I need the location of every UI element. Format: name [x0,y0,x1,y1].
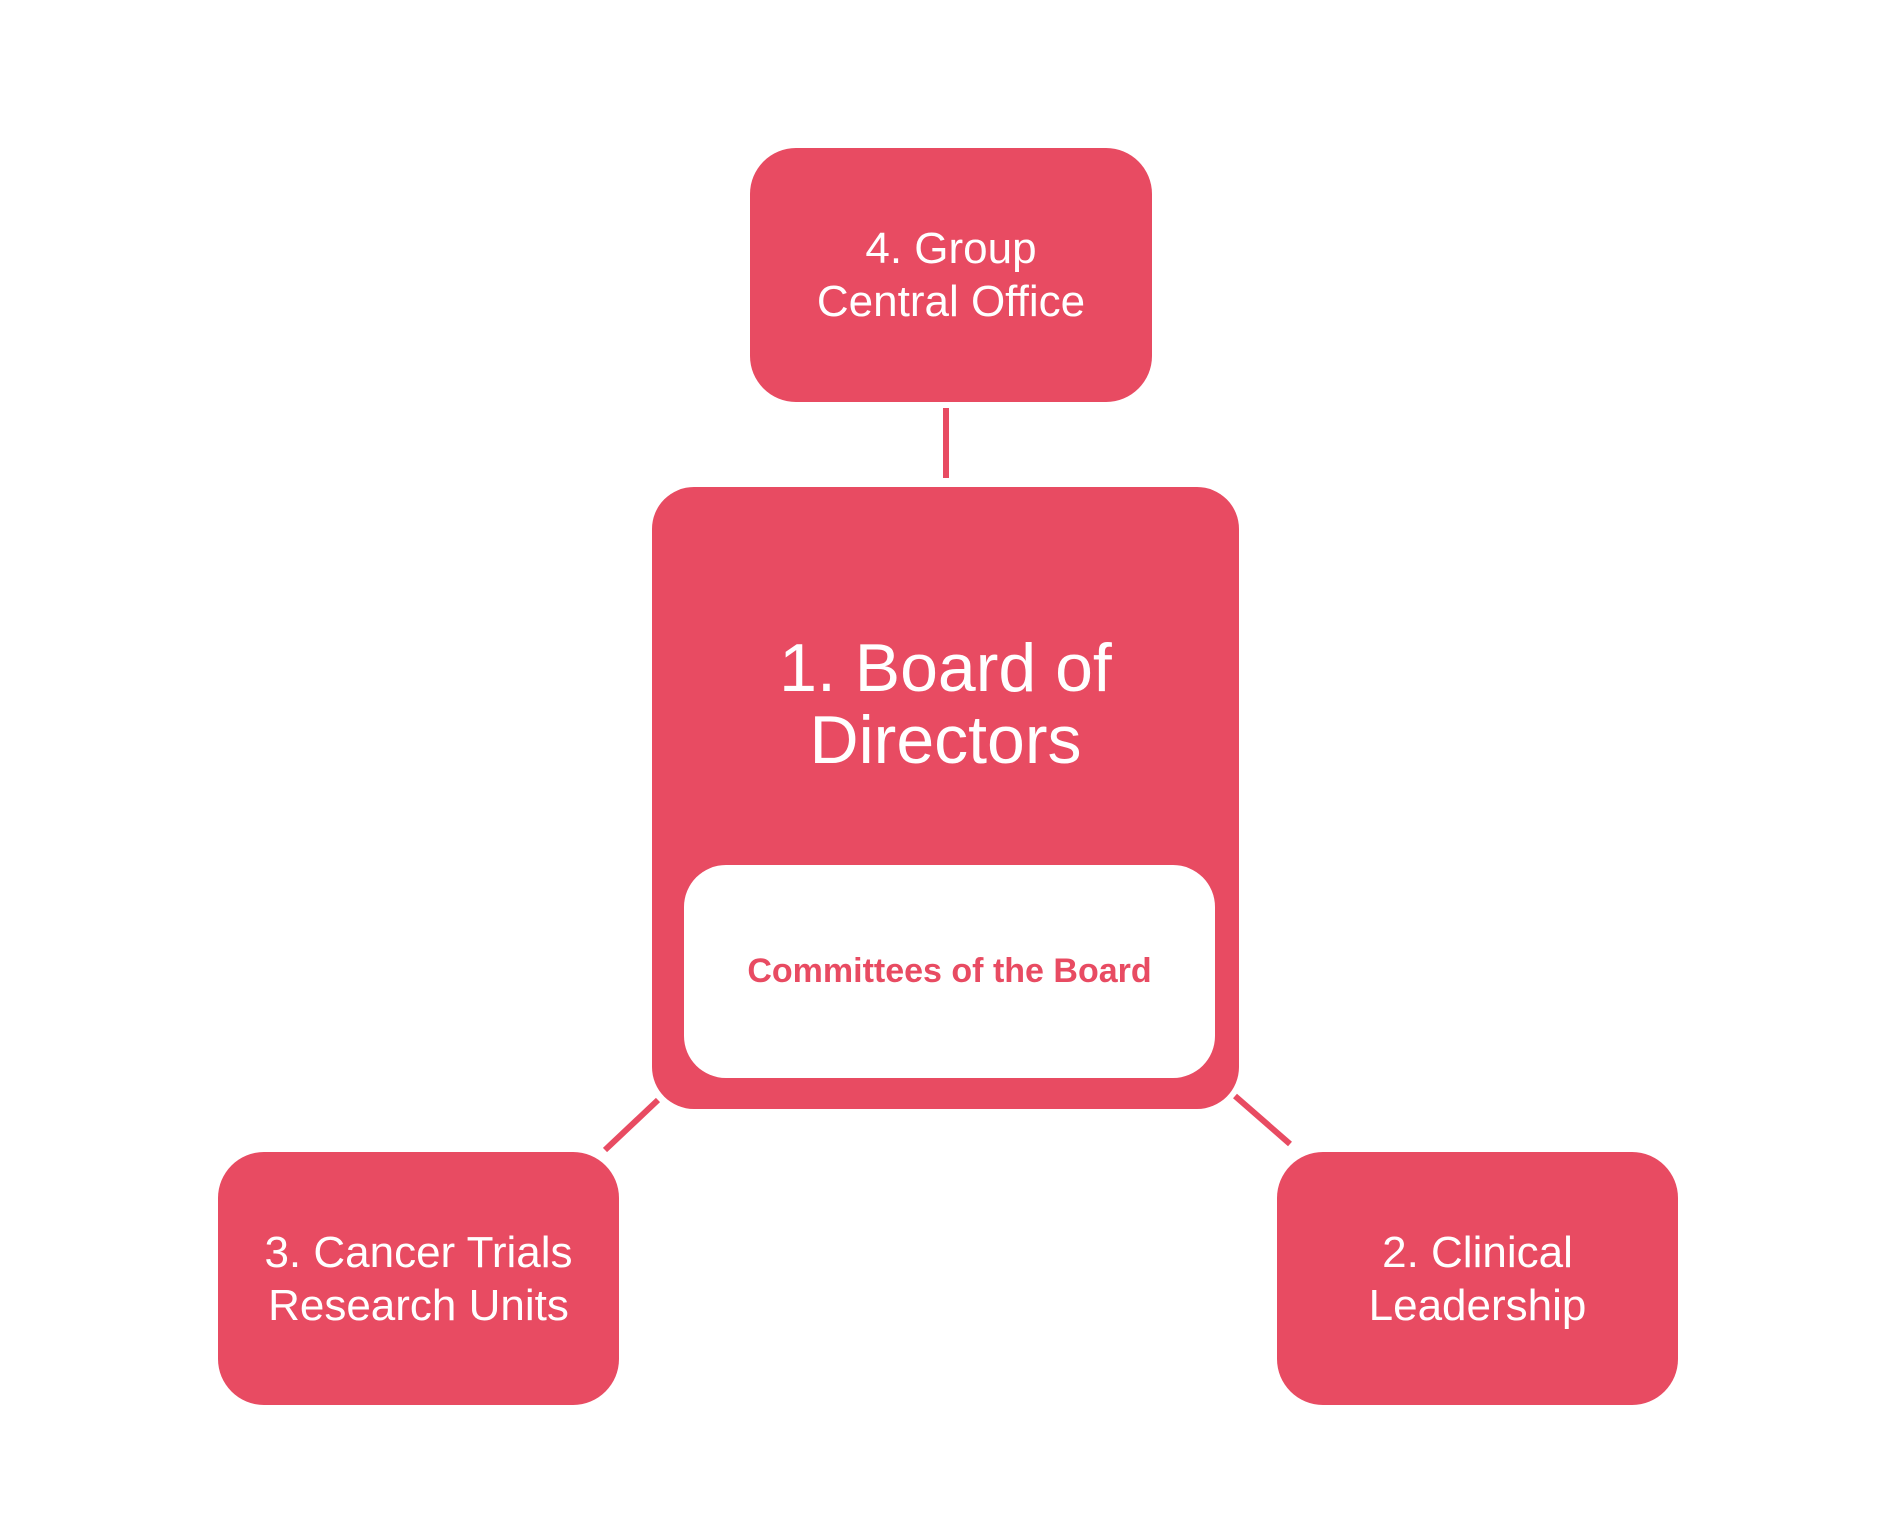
node-clinical-leadership: 2. Clinical Leadership [1277,1152,1678,1405]
edge-board-to-cancer-trials [602,1097,661,1153]
node-group-central-office: 4. Group Central Office [750,148,1152,402]
committees-of-the-board-panel: Committees of the Board [684,865,1215,1078]
node-board-of-directors-label: 1. Board of Directors [779,630,1112,778]
node-group-central-office-label: 4. Group Central Office [816,224,1086,326]
node-cancer-trials-research-units: 3. Cancer Trials Research Units [218,1152,619,1405]
committees-of-the-board-label: Committees of the Board [747,952,1152,990]
edge-board-to-clinical-leadership [1233,1093,1292,1147]
node-board-of-directors: 1. Board of Directors Committees of the … [652,487,1239,1109]
node-clinical-leadership-label: 2. Clinical Leadership [1368,1227,1587,1330]
node-cancer-trials-research-units-label: 3. Cancer Trials Research Units [264,1227,573,1330]
